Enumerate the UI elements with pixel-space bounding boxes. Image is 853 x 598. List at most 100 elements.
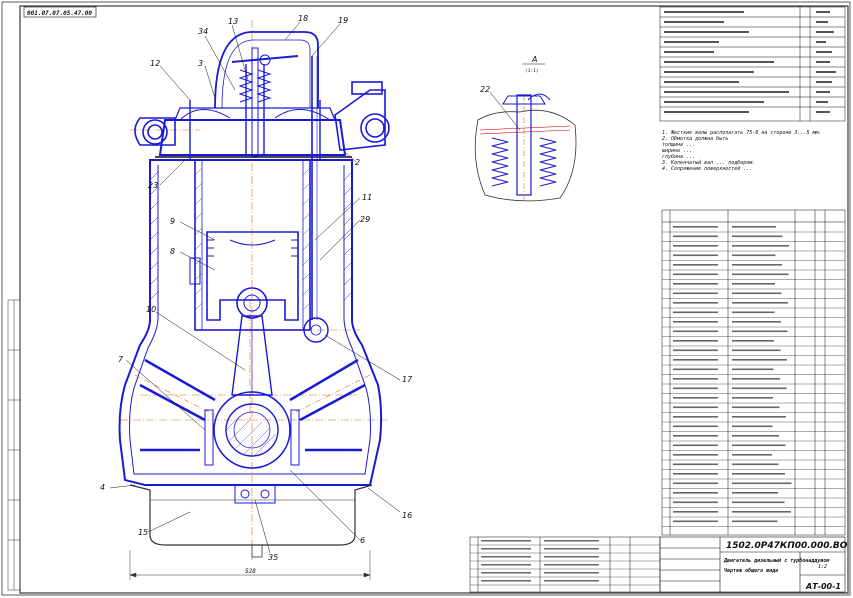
crankcase-ribs — [139, 358, 366, 452]
engine-cross-section — [118, 20, 390, 560]
crankshaft-bore — [233, 411, 271, 449]
drain-plug — [251, 544, 263, 558]
callout-17: 17 — [402, 375, 413, 384]
head-bolts — [189, 100, 321, 160]
exhaust-port — [179, 109, 231, 121]
sheet-inner-frame — [19, 5, 849, 594]
parts-row-code-mark — [673, 302, 718, 304]
parts-row-name-mark — [732, 273, 789, 276]
note-line: глубина ... — [662, 154, 696, 160]
wall-hatching — [149, 171, 353, 301]
rocker-shaft — [259, 54, 271, 66]
callout-11: 11 — [362, 193, 372, 202]
detail-break-outline — [474, 109, 577, 202]
rib-centerlines — [134, 374, 371, 416]
cylinder-bore — [201, 159, 304, 331]
parts-row-name-mark — [732, 435, 779, 437]
parts-row-name-mark — [732, 416, 786, 418]
parts-row-code-mark — [673, 226, 718, 228]
overall-dimension-value: 528 — [245, 568, 256, 575]
parts-row-code-mark — [673, 378, 718, 380]
bottom-row-code-mark — [481, 572, 531, 574]
callout-10: 10 — [146, 305, 156, 314]
parts-row-code-mark — [673, 511, 718, 513]
corner-code-box — [23, 6, 97, 18]
drawing-number: 1502.0Р47КП00.000.ВО — [726, 541, 848, 551]
title-block — [659, 536, 846, 593]
valve-springs — [238, 69, 272, 103]
note-line: ширина ... — [662, 148, 693, 154]
callout-7-left: 7 — [118, 355, 124, 364]
callout-12: 12 — [150, 59, 160, 68]
oil-pump — [234, 484, 276, 504]
connecting-rod — [231, 315, 273, 396]
note-line: 2. Обмотка должна быть — [662, 136, 729, 142]
journal-hatching — [225, 415, 277, 457]
bottom-row-name-mark — [544, 540, 599, 542]
parts-row-name-mark — [732, 425, 773, 428]
parts-row-name-mark — [732, 492, 778, 494]
detail-section-label: А — [531, 55, 537, 64]
parts-row-code-mark — [673, 254, 718, 257]
parts-row-name-mark — [732, 264, 782, 266]
bottom-row-name-mark — [544, 572, 599, 574]
callout-16: 16 — [402, 511, 412, 520]
parts-row-code-mark — [673, 473, 718, 475]
piston-rings — [207, 239, 298, 257]
piston — [206, 231, 299, 321]
bottom-row-code-mark — [481, 556, 531, 558]
parts-row-name-mark — [732, 292, 782, 295]
corner-code: 001.07.07.05.47.00 — [27, 10, 92, 17]
callout-23: 23 — [148, 181, 158, 190]
parts-row-code-mark — [673, 454, 718, 456]
parts-row-name-mark — [732, 444, 786, 447]
overall-dimension — [129, 550, 371, 580]
parts-row-code-mark — [673, 501, 718, 504]
sheet-code: АТ-00-1 — [805, 582, 841, 591]
side-window-left — [189, 257, 201, 285]
parts-row-name-mark — [732, 321, 781, 323]
parts-row-name-mark — [732, 245, 789, 247]
bottom-row-code-mark — [481, 540, 531, 542]
parts-row-name-mark — [732, 511, 791, 513]
callout-18: 18 — [298, 14, 308, 23]
left-margin-strip — [7, 299, 21, 591]
parts-row-code-mark — [673, 397, 718, 399]
parts-row-name-mark — [732, 501, 785, 504]
parts-row-code-mark — [673, 330, 718, 333]
callout-13: 13 — [228, 17, 238, 26]
parts-row-code-mark — [673, 321, 718, 323]
description-line-2: Чертеж общего вида — [724, 567, 778, 574]
camshaft-bore — [310, 324, 322, 336]
callout-6: 6 — [360, 536, 365, 545]
description-line-1: Двигатель дизельный с турбонаддувом — [723, 557, 830, 564]
parts-row-code-mark — [673, 463, 718, 466]
parts-row-code-mark — [673, 340, 718, 342]
fuel-injector — [251, 47, 259, 157]
parts-row-code-mark — [673, 283, 718, 285]
parts-row-code-mark — [673, 273, 718, 276]
parts-row-name-mark — [732, 378, 780, 380]
valve-cover-inner — [221, 39, 311, 109]
parts-row-code-mark — [673, 264, 718, 266]
bottom-row-code-mark — [481, 564, 531, 566]
parts-row-name-mark — [732, 368, 774, 371]
spec-table — [659, 6, 846, 122]
intake-manifold — [334, 81, 390, 151]
parts-row-code-mark — [673, 416, 718, 418]
parts-row-code-mark — [673, 435, 718, 437]
parts-row-name-mark — [732, 311, 775, 314]
callout-2: 2 — [355, 158, 360, 167]
callout-4: 4 — [100, 483, 105, 492]
crankcase-inner-wall — [129, 165, 371, 475]
parts-list-rows — [662, 226, 845, 527]
parts-row-code-mark — [673, 387, 718, 390]
parts-row-code-mark — [673, 444, 718, 447]
valve-cover — [214, 31, 319, 109]
parts-row-code-mark — [673, 368, 718, 371]
bottom-row-name-mark — [544, 580, 599, 582]
detail-rocker — [527, 93, 551, 101]
parts-row-name-mark — [732, 226, 776, 228]
bottom-row-name-mark — [544, 548, 599, 550]
